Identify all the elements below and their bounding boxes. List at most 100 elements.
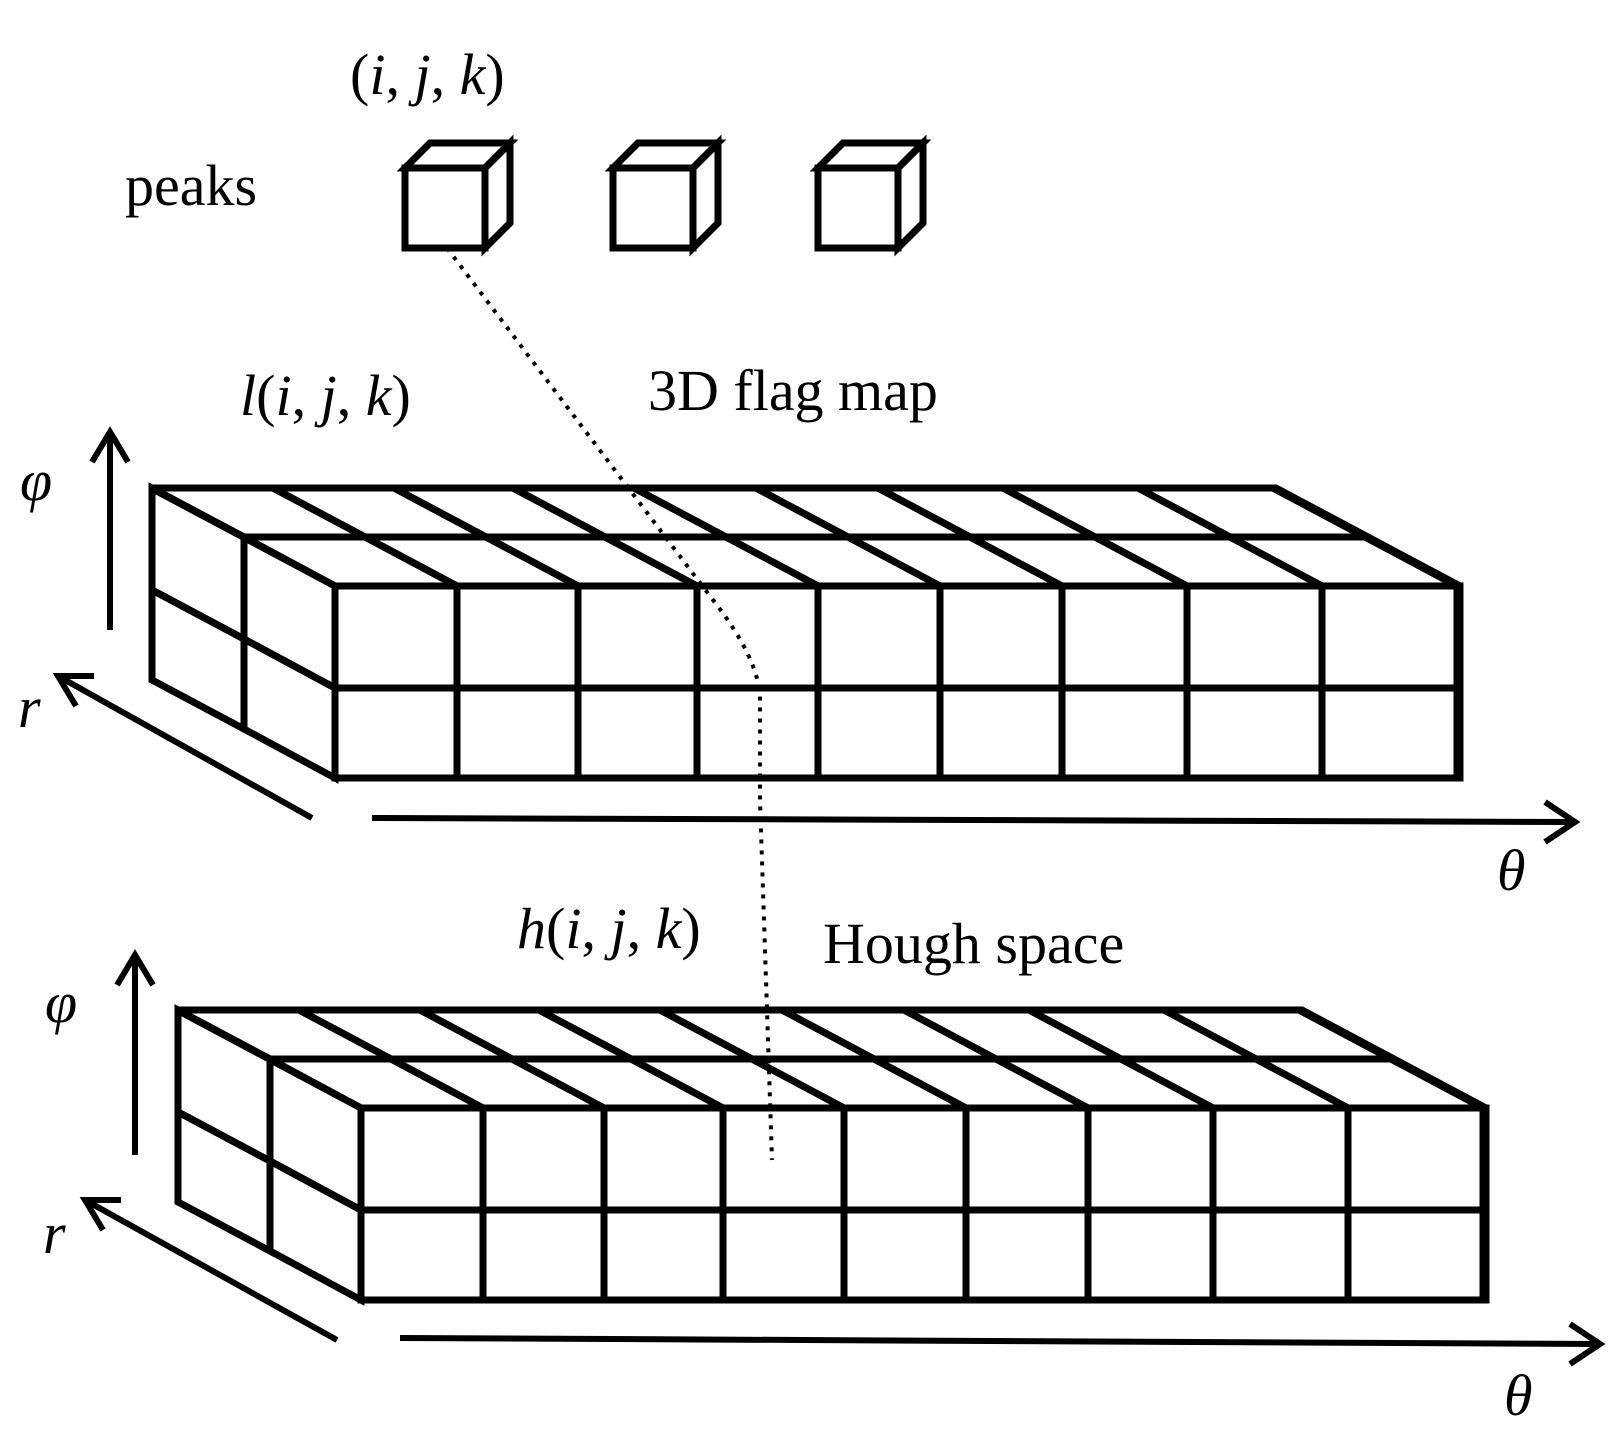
front-cell	[840, 1206, 970, 1304]
front-cell	[331, 582, 461, 692]
hough-phi-label: φ	[45, 970, 77, 1035]
front-cell	[1058, 582, 1191, 692]
hough-space-grid	[174, 1004, 1490, 1306]
front-cell	[479, 1206, 608, 1304]
cube-side-face	[689, 134, 722, 257]
front-cell	[1318, 684, 1461, 782]
top-cell	[149, 484, 367, 541]
peak-index-label: (i, j, k)	[350, 42, 505, 107]
phi-arrowhead	[114, 949, 156, 987]
front-cell	[1084, 1104, 1217, 1214]
peak-cube-highlighted	[396, 134, 519, 257]
top-cell	[1001, 484, 1232, 541]
front-cell	[1183, 582, 1326, 692]
cube-side-face	[894, 134, 927, 257]
top-cell	[392, 484, 607, 541]
top-cell	[1027, 1006, 1258, 1063]
front-cell	[936, 684, 1066, 782]
flag-theta-label: θ	[1497, 838, 1526, 903]
flag-map-axes	[52, 426, 1581, 845]
top-cell	[632, 484, 850, 541]
front-cell	[1344, 1104, 1487, 1214]
top-cell	[484, 533, 699, 590]
phi-arrowhead	[89, 426, 131, 464]
cube-front-face	[401, 164, 489, 252]
front-cell	[840, 1104, 970, 1214]
front-cell	[331, 684, 461, 782]
theta-axis-arrow	[399, 1335, 1601, 1347]
hough-title: Hough space	[823, 911, 1124, 976]
peaks-label: peaks	[125, 153, 257, 218]
top-cell	[1228, 533, 1459, 590]
top-cell	[1093, 533, 1324, 590]
theta-axis-arrow	[371, 815, 1576, 825]
r-arrowhead	[79, 1197, 121, 1232]
top-cell	[1136, 484, 1367, 541]
front-cell	[453, 684, 582, 782]
front-cell	[357, 1206, 487, 1304]
top-cell	[1389, 1055, 1488, 1112]
flag-r-label: r	[18, 675, 41, 740]
front-cell	[574, 684, 701, 782]
hough-cell-label: h(i, j, k)	[517, 896, 701, 961]
top-cell-highlighted	[603, 533, 820, 590]
peak-cube	[604, 134, 727, 257]
theta-arrowhead	[1568, 1321, 1606, 1367]
front-cell	[1183, 684, 1326, 782]
hough-axes	[79, 949, 1606, 1367]
r-arrowhead	[52, 673, 94, 708]
flag-map-cell-label: l(i, j, k)	[240, 363, 411, 428]
front-cell	[453, 582, 582, 692]
top-cell	[754, 484, 972, 541]
cube-front-face	[814, 164, 902, 252]
front-cell	[719, 1206, 848, 1304]
front-cell	[962, 1206, 1092, 1304]
top-cell	[297, 1006, 514, 1063]
front-cell	[574, 582, 701, 692]
front-cell	[693, 684, 822, 782]
front-cell	[1058, 684, 1191, 782]
flag-map-grid	[148, 482, 1464, 784]
front-cell	[814, 582, 944, 692]
top-cell	[271, 484, 488, 541]
top-cell	[750, 1055, 968, 1112]
top-cell	[1297, 1006, 1396, 1063]
front-cell	[1479, 1104, 1490, 1214]
top-cell	[1363, 533, 1462, 590]
cube-front-face	[609, 164, 697, 252]
side-cell	[174, 1106, 274, 1257]
peak-cube	[809, 134, 932, 257]
front-cell	[479, 1104, 608, 1214]
front-cell	[1084, 1206, 1217, 1304]
front-cell-highlighted	[719, 1104, 848, 1214]
top-cell	[389, 1055, 606, 1112]
front-cell	[936, 582, 1066, 692]
top-cell	[872, 1055, 1090, 1112]
top-cell	[1119, 1055, 1350, 1112]
front-cell	[1209, 1206, 1352, 1304]
front-cell	[600, 1104, 727, 1214]
top-cell	[1162, 1006, 1393, 1063]
top-cell-highlighted	[629, 1055, 846, 1112]
top-cell	[175, 1006, 393, 1063]
top-cell	[1254, 1055, 1485, 1112]
top-cell	[876, 484, 1097, 541]
front-cell	[1453, 684, 1464, 782]
front-cell	[1209, 1104, 1352, 1214]
side-cell	[240, 633, 339, 784]
front-cell	[1318, 582, 1461, 692]
top-cell	[780, 1006, 998, 1063]
cube-side-face	[481, 134, 514, 257]
front-cell	[1344, 1206, 1487, 1304]
top-cell	[363, 533, 580, 590]
top-cell-highlighted	[511, 484, 728, 541]
front-cell	[600, 1206, 727, 1304]
top-cell	[1271, 484, 1370, 541]
front-cell	[814, 684, 944, 782]
side-cell	[148, 584, 248, 735]
correspondence-dotted-line	[445, 246, 774, 1161]
top-cell	[418, 1006, 633, 1063]
flag-map-title: 3D flag map	[648, 358, 938, 423]
hough-r-label: r	[43, 1201, 66, 1266]
